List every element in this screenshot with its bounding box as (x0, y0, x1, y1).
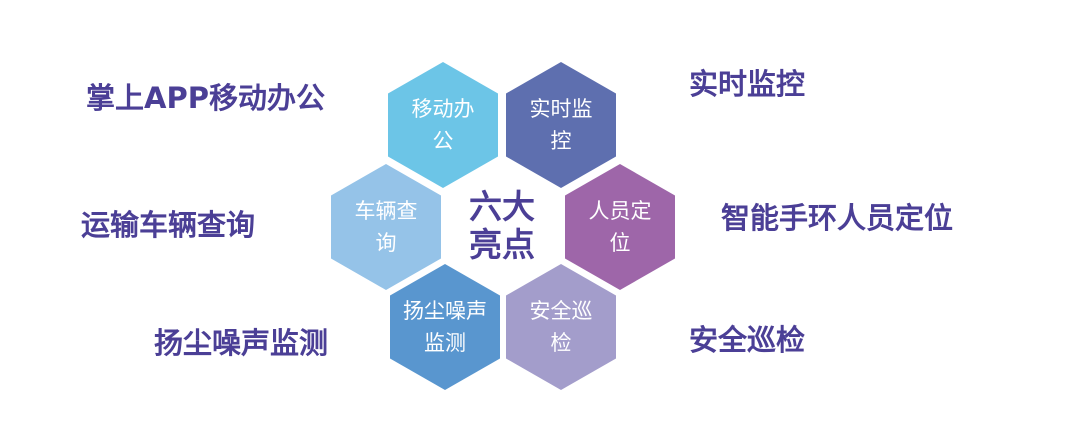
hex-label: 实时监控 (529, 97, 593, 153)
hex-vehicle-query: 车辆查询 (331, 164, 441, 290)
center-title-line: 亮点 (469, 225, 535, 264)
label-mobile-office: 掌上APP移动办公 (86, 81, 325, 115)
label-safety-patrol: 安全巡检 (689, 323, 806, 357)
hex-safety-patrol: 安全巡检 (506, 264, 616, 390)
hex-person-location: 人员定位 (565, 164, 675, 290)
center-title: 六大 亮点 (462, 188, 542, 264)
hex-label: 扬尘噪声监测 (403, 299, 487, 355)
hex-label: 移动办公 (411, 97, 475, 153)
hex-label: 车辆查询 (354, 199, 418, 255)
hex-realtime-monitor: 实时监控 (506, 62, 616, 188)
hex-label: 人员定位 (588, 199, 652, 255)
hex-mobile-office: 移动办公 (388, 62, 498, 188)
hex-label: 安全巡检 (529, 299, 593, 355)
label-dust-noise: 扬尘噪声监测 (154, 326, 329, 360)
label-realtime-monitor: 实时监控 (689, 67, 806, 101)
hex-dust-noise: 扬尘噪声监测 (390, 264, 500, 390)
label-bracelet-location: 智能手环人员定位 (721, 201, 954, 235)
label-vehicle-query: 运输车辆查询 (81, 208, 256, 242)
center-title-line: 六大 (469, 187, 535, 226)
